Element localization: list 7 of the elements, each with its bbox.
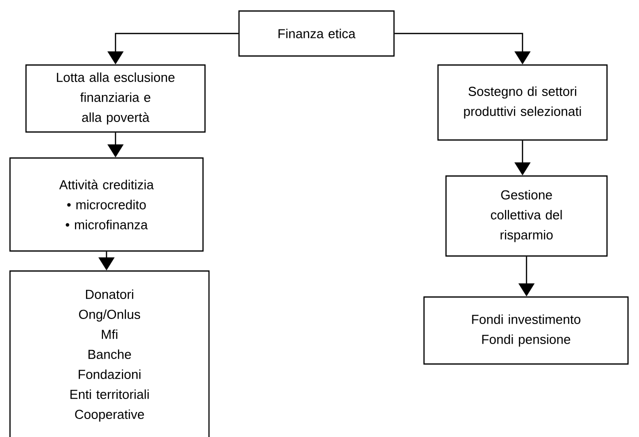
process-box: Gestione collettiva del risparmio bbox=[445, 175, 608, 257]
list-box: Attività creditizia • microcredito • microfinanza bbox=[9, 157, 204, 252]
process-box: Fondi investimento Fondi pensione bbox=[423, 296, 629, 365]
process-box: Finanza etica bbox=[238, 10, 395, 57]
process-box: Lotta alla esclusione finanziaria e alla povertà bbox=[25, 64, 206, 133]
process-box: Sostegno di settori produttivi selezionati bbox=[437, 64, 608, 141]
list-box: Donatori Ong/Onlus Mfi Banche Fondazioni Enti territoriali Cooperative bbox=[9, 270, 210, 437]
